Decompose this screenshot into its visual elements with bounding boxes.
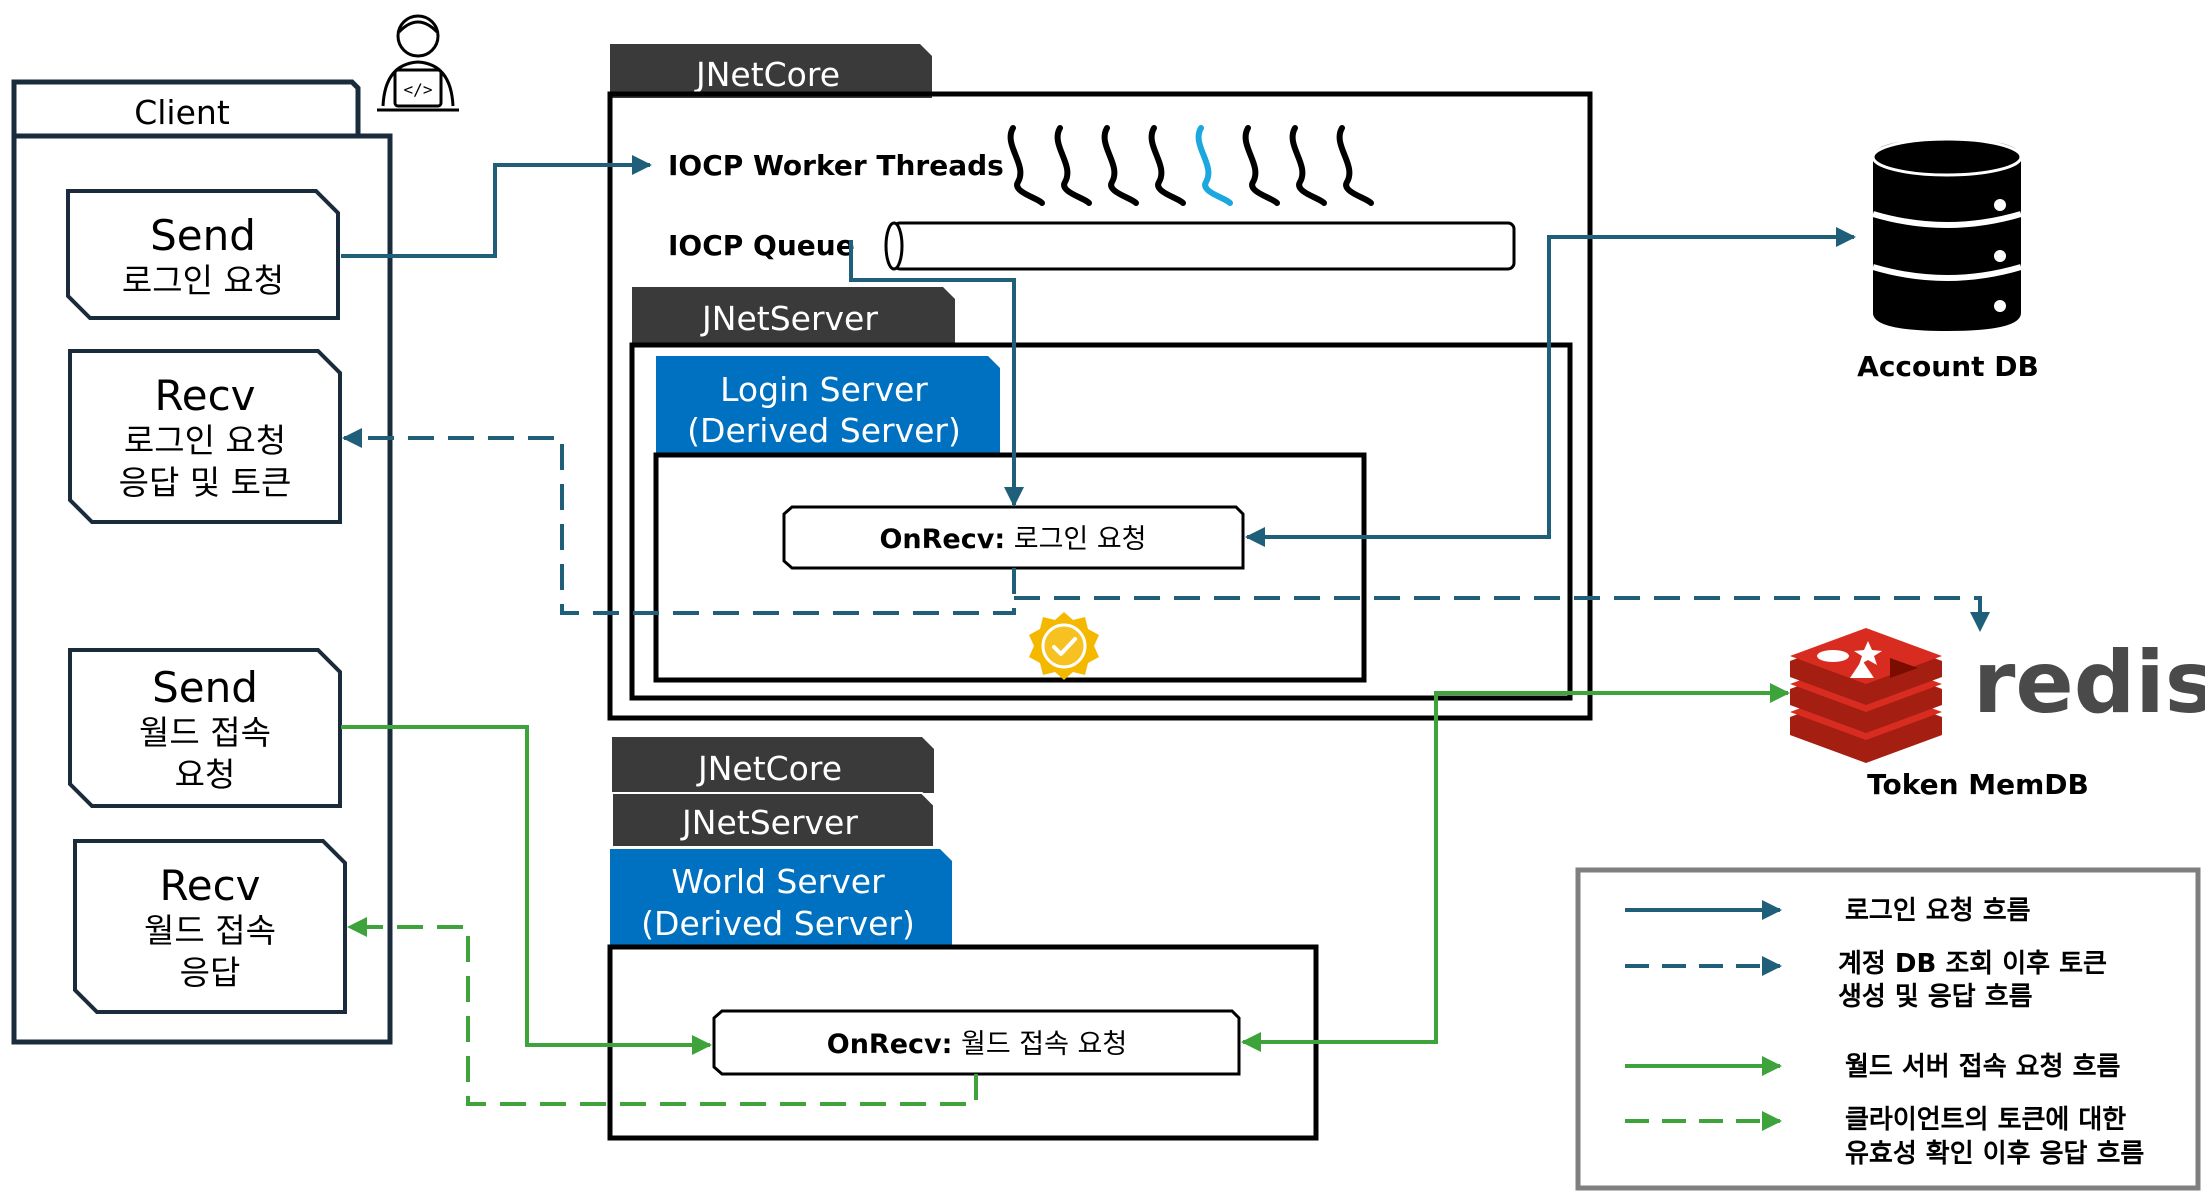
client-send-world-box: Send 월드 접속 요청	[68, 648, 342, 808]
onrecv-login-box: OnRecv: 로그인 요청	[782, 505, 1245, 570]
box-line: 응답	[180, 953, 241, 992]
flow-onrecv-account-db	[1245, 227, 1856, 547]
worker-threads-icon	[1007, 125, 1374, 206]
redis-logo-text: redis	[1973, 633, 2205, 733]
login-jnetcore: JNetCore IOCP Worker Threads IOCP Queue	[607, 44, 1593, 721]
flow-token-store	[1014, 596, 1990, 632]
box-line: 월드 접속	[144, 911, 276, 950]
onrecv-text: 월드 접속 요청	[952, 1029, 1127, 1060]
flow-world-response	[347, 917, 978, 1106]
derived-tab-line: (Derived Server)	[641, 904, 915, 943]
onrecv-text: 로그인 요청	[1005, 524, 1146, 555]
box-line: 응답 및 토큰	[119, 463, 292, 502]
core-tab-label: JNetCore	[696, 749, 842, 788]
svg-text:</>: </>	[404, 80, 433, 99]
client-send-login-box: Send 로그인 요청	[66, 189, 340, 320]
worker-threads-label: IOCP Worker Threads	[668, 149, 1004, 182]
legend-label: 클라이언트의 토큰에 대한	[1845, 1105, 2126, 1135]
redis-logo-icon	[1790, 628, 1942, 763]
onrecv-world-label: OnRecv: 월드 접속 요청	[827, 1029, 1127, 1060]
server-tab-label: JNetServer	[680, 803, 858, 842]
database-icon	[1871, 137, 2023, 331]
core-tab-label: JNetCore	[694, 55, 840, 94]
onrecv-bold: OnRecv:	[827, 1029, 953, 1060]
derived-tab-line: World Server	[671, 862, 885, 901]
box-title: Send	[152, 663, 258, 712]
iocp-queue-cylinder	[884, 221, 1516, 271]
login-derived-server: Login Server (Derived Server)	[653, 356, 1367, 683]
legend-label: 생성 및 응답 흐름	[1838, 982, 2033, 1012]
legend-label: 유효성 확인 이후 응답 흐름	[1845, 1139, 2144, 1169]
developer-icon: </>	[377, 14, 459, 112]
iocp-queue-label: IOCP Queue	[668, 229, 855, 262]
token-memdb-label: Token MemDB	[1867, 768, 2089, 801]
derived-tab-line: Login Server	[720, 370, 928, 409]
box-line: 요청	[175, 755, 236, 794]
verified-badge-icon	[1029, 612, 1099, 680]
legend-label: 월드 서버 접속 요청 흐름	[1845, 1052, 2120, 1082]
flow-login-request	[341, 155, 652, 258]
server-tab-label: JNetServer	[700, 299, 878, 338]
derived-tab-line: (Derived Server)	[687, 411, 961, 450]
box-line: 월드 접속	[139, 713, 271, 752]
box-title: Recv	[159, 861, 260, 910]
flow-token-response	[342, 428, 1016, 615]
login-jnetserver: JNetServer	[629, 287, 1573, 701]
onrecv-world-box: OnRecv: 월드 접속 요청	[712, 1009, 1241, 1076]
client-recv-world-box: Recv 월드 접속 응답	[73, 839, 347, 1014]
flow-world-request	[341, 725, 712, 1055]
legend-label: 계정 DB 조회 이후 토큰	[1838, 949, 2107, 979]
box-title: Recv	[154, 371, 255, 420]
legend: 로그인 요청 흐름 계정 DB 조회 이후 토큰 생성 및 응답 흐름 월드 서…	[1575, 867, 2201, 1191]
flow-queue-to-onrecv	[849, 240, 1024, 507]
onrecv-bold: OnRecv:	[879, 524, 1005, 555]
account-db-label: Account DB	[1857, 350, 2039, 383]
box-title: Send	[150, 211, 256, 260]
onrecv-login-label: OnRecv: 로그인 요청	[879, 524, 1146, 555]
client-recv-login-box: Recv 로그인 요청 응답 및 토큰	[68, 349, 342, 524]
box-line: 로그인 요청	[124, 421, 286, 460]
world-jnetcore: JNetCore JNetServer World Server (Derive…	[607, 737, 1319, 1141]
client-title: Client	[134, 93, 230, 132]
legend-label: 로그인 요청 흐름	[1845, 896, 2031, 926]
flow-onrecv-redis	[1241, 683, 1790, 1052]
box-line: 로그인 요청	[122, 261, 284, 300]
